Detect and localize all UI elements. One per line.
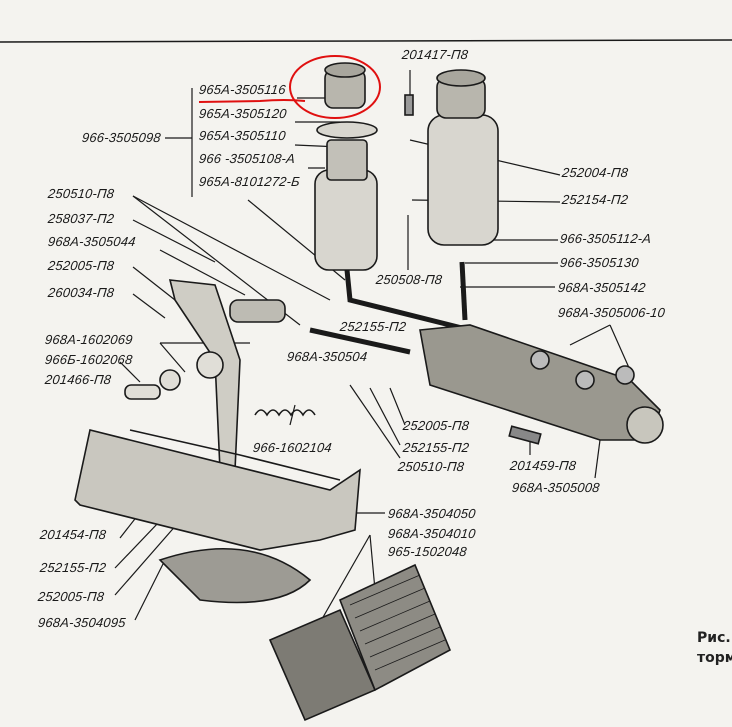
part-label: 966 -3505108-A <box>198 151 296 166</box>
part-label: 968A-350504 <box>286 349 369 364</box>
part-label: 968A-3505142 <box>557 280 647 295</box>
part-label: 201454-П8 <box>39 527 107 542</box>
part-label: 201459-П8 <box>509 458 577 473</box>
page-top-border <box>0 39 732 43</box>
part-label: 968A-1602069 <box>44 332 134 347</box>
part-label: 965A-3505120 <box>198 106 288 121</box>
part-label: 965A-8101272-Б <box>198 174 301 189</box>
part-label: 965A-3505110 <box>198 128 287 143</box>
figure-caption-cont: торм <box>697 650 732 666</box>
part-label: 250510-П8 <box>397 459 465 474</box>
part-label: 252155-П2 <box>339 319 407 334</box>
part-label: 201417-П8 <box>401 47 469 62</box>
part-label: 965-1502048 <box>387 544 468 559</box>
part-label: 968A-3504050 <box>387 506 477 521</box>
part-label: 966-3505098 <box>81 130 162 145</box>
part-label: 968A-3505044 <box>47 234 137 249</box>
highlight-circle <box>289 55 381 119</box>
part-label: 250508-П8 <box>375 272 443 287</box>
part-label: 201466-П8 <box>44 372 112 387</box>
part-label: 966-3505130 <box>559 255 640 270</box>
part-label: 252004-П8 <box>561 165 629 180</box>
part-label: 252155-П2 <box>39 560 107 575</box>
part-label: 252005-П8 <box>47 258 115 273</box>
part-label: 252005-П8 <box>402 418 470 433</box>
part-label: 968A-3504010 <box>387 526 477 541</box>
part-label: 968A-3504095 <box>37 615 127 630</box>
figure-caption: Рис. <box>697 630 731 646</box>
reservoir-right <box>427 114 499 246</box>
part-label: 252155-П2 <box>402 440 470 455</box>
part-label: 968A-3505008 <box>511 480 601 495</box>
part-label: 966-3505112-A <box>559 231 653 246</box>
reservoir-left <box>314 169 378 271</box>
part-label: 966Б-1602068 <box>44 352 134 367</box>
part-label: 968A-3505006-10 <box>557 305 666 320</box>
spring <box>254 409 316 417</box>
highlight-underline <box>198 99 306 103</box>
part-label: 252005-П8 <box>37 589 105 604</box>
part-label: 250510-П8 <box>47 186 115 201</box>
part-label: 252154-П2 <box>561 192 629 207</box>
part-label: 966-1602104 <box>252 440 333 455</box>
part-label: 260034-П8 <box>47 285 115 300</box>
pedal-pad-right <box>338 563 452 692</box>
pedal-bracket <box>74 429 361 551</box>
part-label: 258037-П2 <box>47 211 115 226</box>
part-label: 965A-3505116 <box>198 82 287 97</box>
